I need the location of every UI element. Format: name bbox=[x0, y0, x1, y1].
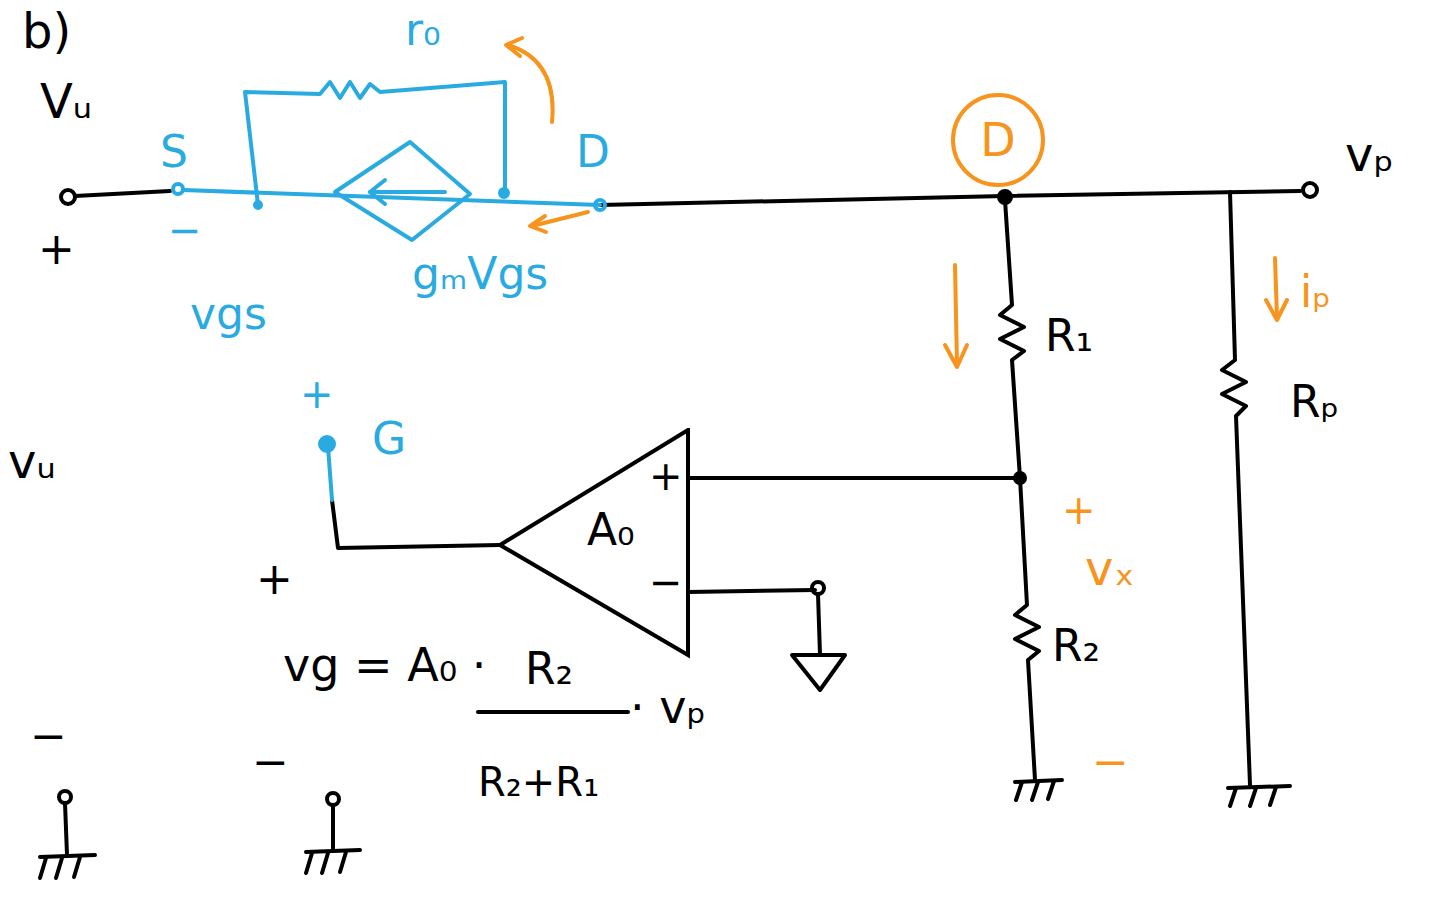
circuit-label: Rₚ bbox=[1290, 378, 1339, 426]
wire bbox=[688, 590, 815, 592]
circuit-label: + bbox=[38, 225, 75, 273]
circuit-label: · vₚ bbox=[630, 682, 706, 733]
current-arrow bbox=[1275, 258, 1277, 318]
resistor-symbol bbox=[1015, 478, 1039, 780]
source-arrow bbox=[370, 190, 445, 194]
resistor-symbol bbox=[245, 82, 505, 205]
ground-symbol bbox=[1015, 780, 1062, 800]
ground-symbol bbox=[306, 793, 360, 873]
circuit-label: D bbox=[576, 128, 610, 176]
terminal bbox=[61, 190, 75, 204]
node-text: − bbox=[649, 560, 683, 604]
circuit-label: − bbox=[1092, 738, 1129, 786]
resistor-symbol bbox=[1000, 200, 1024, 478]
current-arrow bbox=[508, 45, 553, 122]
opamp-triangle: + A₀− bbox=[495, 428, 695, 660]
wire bbox=[600, 196, 1005, 205]
circuit-label: r₀ bbox=[405, 6, 441, 54]
circuit-label: vgs bbox=[190, 290, 267, 338]
circuit-label: + bbox=[300, 372, 334, 416]
ground-symbol bbox=[40, 791, 95, 878]
circuit-label: + bbox=[1062, 488, 1096, 532]
ground-symbol bbox=[792, 655, 845, 690]
fraction-bar bbox=[478, 710, 628, 714]
circuit-label: b) bbox=[22, 5, 71, 58]
circuit-label: S bbox=[160, 128, 188, 176]
terminal bbox=[595, 200, 605, 210]
terminal bbox=[320, 437, 334, 451]
wire bbox=[818, 594, 820, 655]
circuit-label: R₁ bbox=[1045, 312, 1093, 360]
current-arrow bbox=[945, 345, 967, 367]
circuit-label: + bbox=[256, 555, 293, 603]
source-arrow bbox=[370, 180, 385, 204]
circuit-label: − bbox=[252, 738, 289, 786]
wire bbox=[328, 447, 332, 500]
ground-symbol bbox=[1228, 786, 1290, 806]
circuit-label: R₂+R₁ bbox=[478, 760, 599, 804]
current-arrow bbox=[506, 38, 522, 56]
wire bbox=[1005, 191, 1300, 196]
circuit-label: vₚ bbox=[1345, 128, 1394, 181]
circuit-label: − bbox=[30, 712, 67, 760]
wire bbox=[332, 500, 500, 548]
current-arrow bbox=[1266, 300, 1287, 320]
node-text: D bbox=[980, 115, 1015, 166]
wire bbox=[75, 191, 170, 196]
terminal bbox=[1303, 183, 1317, 197]
circuit-label: vᵤ bbox=[8, 435, 56, 488]
wire bbox=[183, 190, 600, 205]
circuit-label: gₘVgs bbox=[412, 250, 548, 298]
circuit-label: R₂ bbox=[1052, 622, 1100, 670]
circuit-label: vg = A₀ · bbox=[283, 640, 486, 691]
circuit-label: − bbox=[168, 208, 202, 252]
wire bbox=[688, 476, 1020, 480]
current-arrow bbox=[955, 265, 957, 365]
node-text: A₀ bbox=[587, 506, 635, 554]
circuit-label: R₂ bbox=[525, 645, 573, 693]
circuit-label: Vᵤ bbox=[40, 75, 92, 128]
circuit-label: G bbox=[372, 415, 406, 463]
current-arrow bbox=[530, 216, 546, 232]
dependent-source-diamond bbox=[335, 142, 470, 240]
resistor-symbol bbox=[1222, 192, 1250, 785]
circuit-label: vₓ bbox=[1085, 542, 1135, 595]
circuit-label: iₚ bbox=[1300, 268, 1331, 316]
node-text: + bbox=[649, 454, 683, 498]
node-circle: D bbox=[950, 92, 1046, 188]
